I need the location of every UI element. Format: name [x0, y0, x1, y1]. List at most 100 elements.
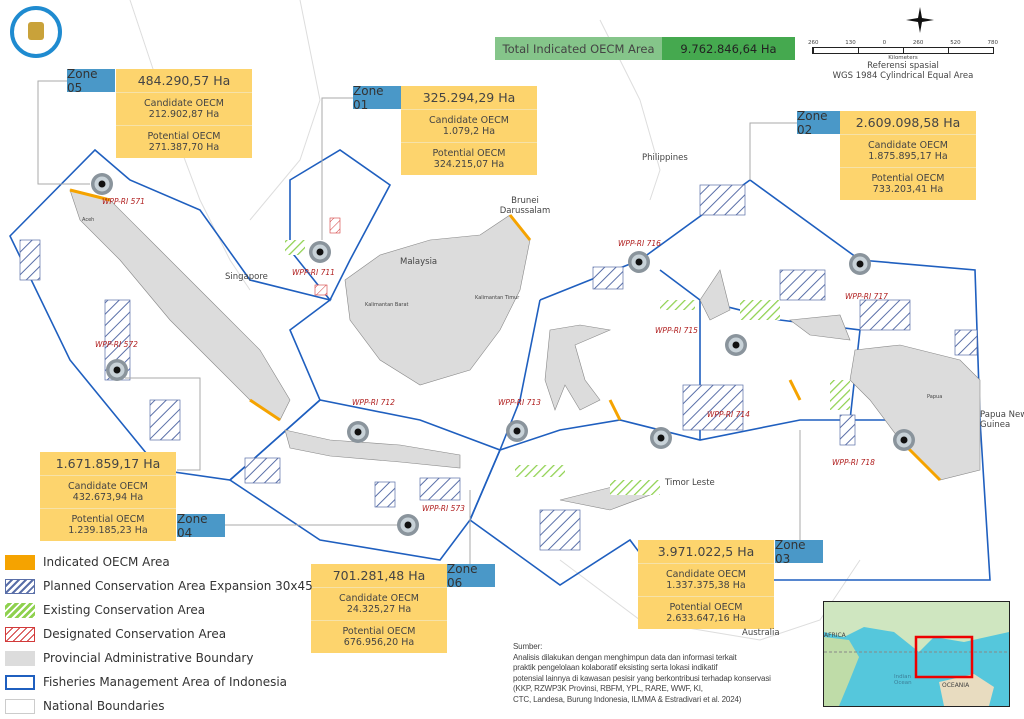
designated-swatch — [5, 626, 35, 642]
zone-total: 484.290,57 Ha — [116, 69, 252, 93]
zone-marker — [397, 514, 419, 536]
fma-swatch — [5, 674, 35, 690]
candidate-label: Candidate OECM — [868, 140, 948, 151]
legend: Indicated OECM Area Planned Conservation… — [5, 550, 313, 718]
zone-total: 1.671.859,17 Ha — [40, 452, 176, 476]
potential-label: Potential OECM — [871, 173, 945, 184]
legend-label: Planned Conservation Area Expansion 30x4… — [43, 579, 313, 593]
label-papua: Papua — [927, 394, 943, 400]
wpp-label: WPP-RI 573 — [422, 504, 465, 513]
wpp-label: WPP-RI 712 — [352, 398, 395, 407]
inset-label-africa: AFRICA — [824, 632, 846, 639]
label-timor-leste: Timor Leste — [665, 478, 715, 488]
neighbor-countries — [129, 0, 861, 641]
zone-total: 701.281,48 Ha — [311, 564, 447, 588]
wpp-label: WPP-RI 715 — [655, 326, 698, 335]
legend-label: Designated Conservation Area — [43, 627, 227, 641]
potential-label: Potential OECM — [342, 626, 416, 637]
wpp-label: WPP-RI 572 — [95, 340, 138, 349]
zone-marker — [725, 334, 747, 356]
zone-tag: Zone 02 — [797, 109, 845, 137]
legend-item-national: National Boundaries — [5, 694, 313, 718]
wpp-label: WPP-RI 714 — [707, 410, 750, 419]
wpp-label: WPP-RI 716 — [618, 239, 661, 248]
label-brunei: Brunei Darussalam — [499, 196, 551, 216]
potential-label: Potential OECM — [147, 131, 221, 142]
potential-label: Potential OECM — [669, 602, 743, 613]
wpp-label: WPP-RI 713 — [498, 398, 541, 407]
potential-value: 733.203,41 Ha — [872, 184, 944, 195]
label-singapore: Singapore — [225, 272, 268, 282]
legend-item-provincial: Provincial Administrative Boundary — [5, 646, 313, 670]
source-line: potensial lainnya di kawasan pesisir yan… — [513, 673, 771, 683]
oecm-swatch — [5, 554, 35, 570]
legend-label: Indicated OECM Area — [43, 555, 170, 569]
legend-label: Provincial Administrative Boundary — [43, 651, 254, 665]
zone-marker — [628, 251, 650, 273]
candidate-value: 1.875.895,17 Ha — [868, 151, 948, 162]
candidate-label: Candidate OECM — [339, 593, 419, 604]
candidate-value: 1.337.375,38 Ha — [666, 580, 746, 591]
potential-label: Potential OECM — [71, 514, 145, 525]
zone-marker — [849, 253, 871, 275]
candidate-value: 24.325,27 Ha — [346, 604, 412, 615]
legend-label: Existing Conservation Area — [43, 603, 206, 617]
wpp-label: WPP-RI 711 — [292, 268, 335, 277]
zone-marker — [506, 420, 528, 442]
inset-label-oceania: OCEANIA — [942, 682, 970, 689]
compass-icon — [900, 5, 940, 35]
inset-locator-map: AFRICA Indian Ocean OCEANIA — [823, 601, 1010, 707]
candidate-value: 1.079,2 Ha — [442, 126, 496, 137]
label-kalbar: Kalimantan Barat — [365, 302, 409, 308]
source-title: Sumber: — [513, 642, 543, 651]
zone-total: 325.294,29 Ha — [401, 86, 537, 110]
legend-label: Fisheries Management Area of Indonesia — [43, 675, 288, 689]
scale-tick: 0 — [882, 40, 887, 46]
total-value: 9.762.846,64 Ha — [662, 37, 795, 60]
source-line: (KKP, RZWP3K Provinsi, RBFM, YPL, RARE, … — [513, 684, 703, 694]
legend-label: National Boundaries — [43, 699, 165, 713]
zone-tag: Zone 01 — [353, 84, 401, 112]
existing-swatch — [5, 602, 35, 618]
planned-swatch — [5, 578, 35, 594]
potential-value: 271.387,70 Ha — [148, 142, 220, 153]
candidate-label: Candidate OECM — [68, 481, 148, 492]
scale-tick: 520 — [950, 40, 961, 46]
scale-tick: 780 — [987, 40, 998, 46]
potential-value: 676.956,20 Ha — [343, 637, 415, 648]
candidate-label: Candidate OECM — [144, 98, 224, 109]
zone-markers — [91, 173, 915, 536]
label-malaysia: Malaysia — [400, 257, 438, 267]
scale-tick: 130 — [845, 40, 856, 46]
total-oecm-bar: Total Indicated OECM Area 9.762.846,64 H… — [495, 37, 795, 60]
potential-label: Potential OECM — [432, 148, 506, 159]
label-australia: Australia — [742, 628, 780, 638]
candidate-value: 432.673,94 Ha — [72, 492, 144, 503]
provincial-boundaries — [69, 189, 981, 511]
inset-label-ocean: Indian Ocean — [894, 674, 912, 686]
zone-marker — [91, 173, 113, 195]
wpp-label: WPP-RI 718 — [832, 458, 875, 467]
candidate-label: Candidate OECM — [666, 569, 746, 580]
zone-total: 2.609.098,58 Ha — [840, 111, 976, 135]
source-line: Analisis dilakukan dengan menghimpun dat… — [513, 652, 737, 662]
candidate-value: 212.902,87 Ha — [148, 109, 220, 120]
potential-value: 324.215,07 Ha — [433, 159, 505, 170]
source-note: Sumber: Analisis dilakukan dengan menghi… — [513, 642, 771, 706]
existing-conservation-areas — [285, 240, 850, 495]
wpp-label: WPP-RI 717 — [845, 292, 888, 301]
zone-tag: Zone 05 — [67, 67, 115, 95]
provincial-swatch — [5, 650, 35, 666]
designated-conservation-areas — [314, 217, 341, 296]
legend-item-existing: Existing Conservation Area — [5, 598, 313, 622]
zone-tag: Zone 03 — [775, 538, 823, 566]
ref-value: WGS 1984 Cylindrical Equal Area — [832, 71, 974, 81]
scale-tick: 260 — [912, 40, 924, 46]
